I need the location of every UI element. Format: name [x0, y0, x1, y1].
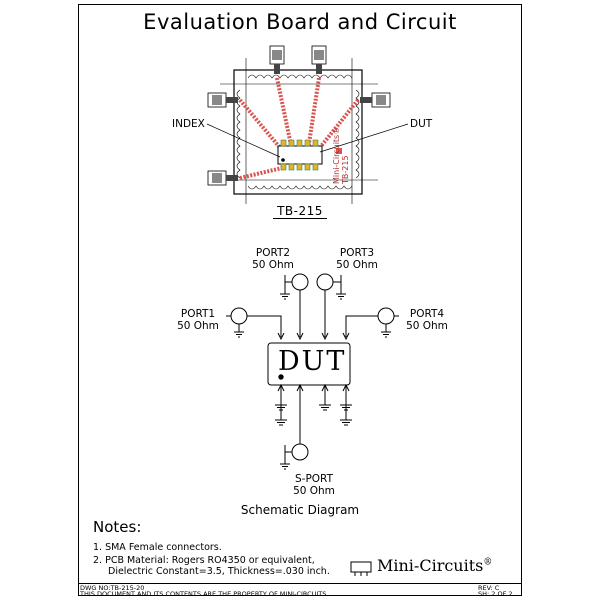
sma-connector-top-right	[311, 45, 327, 74]
board-model-label: TB-215	[0, 204, 600, 219]
port1-symbol	[226, 307, 285, 341]
notes-heading: Notes:	[93, 518, 142, 536]
dut-pads	[280, 139, 319, 171]
sma-connector-left-lower	[207, 170, 238, 186]
title-block	[78, 583, 522, 596]
index-callout: INDEX	[172, 118, 205, 130]
index-dot	[281, 158, 285, 162]
drawing-title: Evaluation Board and Circuit	[143, 10, 457, 34]
note-item: 1. SMA Female connectors.	[93, 542, 222, 553]
schematic-dut-label: DUT	[278, 346, 347, 377]
sma-connector-right-upper	[360, 92, 391, 108]
rf-traces	[238, 77, 360, 180]
drawing-frame	[78, 4, 522, 596]
port3-symbol	[316, 273, 346, 341]
sma-connector-left-upper	[207, 92, 238, 108]
dut-leader	[319, 123, 409, 153]
schematic-dut-box	[267, 342, 351, 386]
board-logo-mark	[336, 148, 342, 154]
revision: REV: C	[478, 584, 500, 592]
dwg-number: DWG NO:TB-215-20	[80, 584, 145, 592]
dut-callout: DUT	[410, 118, 433, 130]
ground-vias	[236, 74, 360, 190]
note-item: Dielectric Constant=3.5, Thickness=.030 …	[108, 566, 330, 577]
sma-connector-top-left	[269, 45, 285, 74]
sheet-number: SH: 2 OF 2	[478, 590, 513, 598]
property-notice: THIS DOCUMENT AND ITS CONTENTS ARE THE P…	[80, 590, 329, 598]
port4-symbol	[342, 307, 399, 341]
port2-symbol	[280, 273, 309, 341]
brand-name: Mini-Circuits®	[377, 556, 493, 575]
bottom-ground-pins	[275, 383, 352, 426]
schematic-caption: Schematic Diagram	[240, 503, 360, 517]
index-leader	[206, 123, 281, 158]
sport-symbol	[280, 383, 309, 470]
note-item: 2. PCB Material: Rogers RO4350 or equiva…	[93, 555, 315, 566]
schematic-index-dot	[278, 374, 284, 380]
